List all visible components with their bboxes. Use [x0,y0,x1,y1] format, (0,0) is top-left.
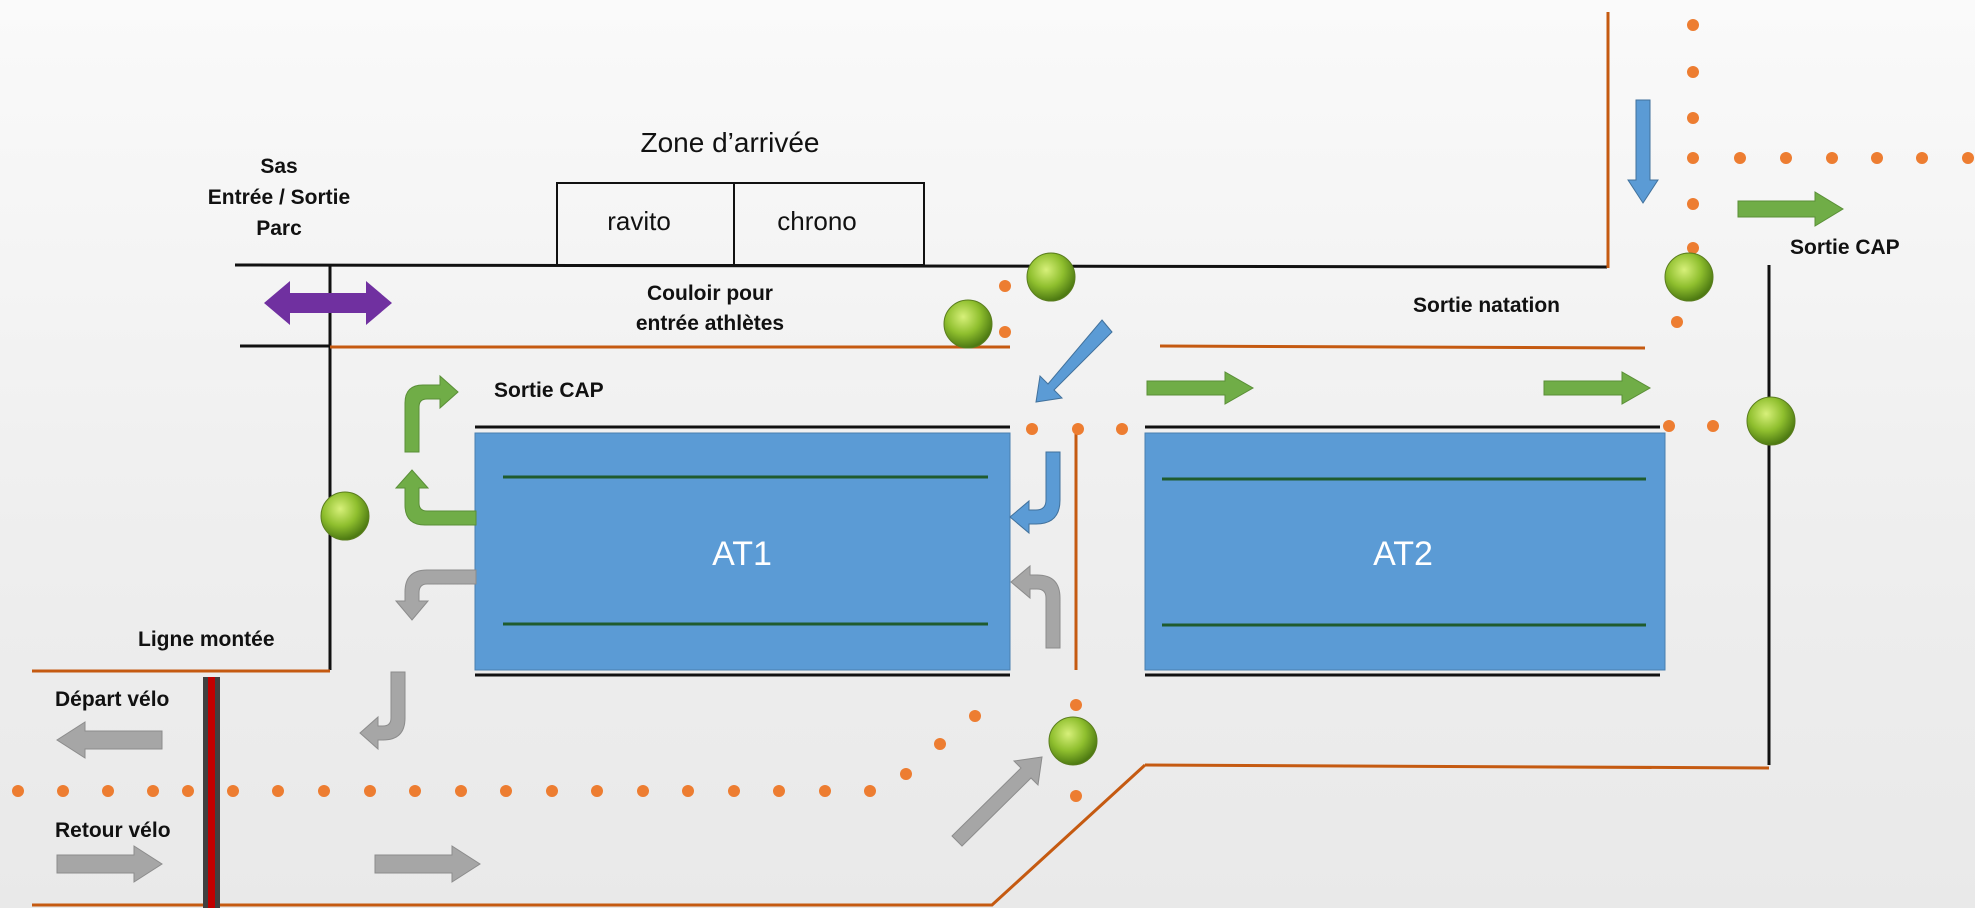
sas-label-line1: Sas [260,155,297,178]
checkpoint-marker [320,491,370,541]
arrow-down-left-icon [1035,319,1113,403]
arrow-turn-down-left-icon [359,671,406,751]
ligne-montee-label: Ligne montée [138,628,275,651]
sas-label-line2: Entrée / Sortie [208,186,350,209]
arrow-left-icon [56,721,163,759]
checkpoint-marker [1026,252,1076,302]
arrow-right-icon [56,845,163,883]
checkpoint-marker [1664,252,1714,302]
arrow-turn-up-right-icon [404,374,459,453]
at2-label: AT2 [1373,535,1433,573]
sortie-cap-right-label: Sortie CAP [1790,236,1900,259]
couloir-label-line2: entrée athlètes [636,312,784,335]
finish-zone-boxes [556,182,925,266]
checkpoint-markers [320,252,1796,766]
sas-double-arrow-icon [264,281,392,325]
couloir-label-line1: Couloir pour [647,282,773,305]
area-at2 [1144,432,1666,671]
bike-mount-line [203,677,220,908]
blue-arrows [1009,99,1659,535]
checkpoint-marker [1746,396,1796,446]
arrow-right-icon [1737,191,1844,227]
depart-velo-label: Départ vélo [55,688,169,711]
orange-fences [32,12,1770,907]
arrow-right-icon [1146,371,1255,405]
arrow-up-right-icon [951,756,1043,847]
at1-label: AT1 [712,535,772,573]
sortie-natation-label: Sortie natation [1413,294,1560,317]
arrow-right-icon [1543,371,1652,405]
finish-zone-title: Zone d’arrivée [641,127,820,158]
sortie-cap-left-label: Sortie CAP [494,379,604,402]
ravito-label: ravito [607,206,671,236]
green-arrows [394,191,1844,526]
chrono-label: chrono [777,206,857,236]
arrow-down-icon [1627,99,1659,204]
checkpoint-marker [1048,716,1098,766]
arrow-right-icon [374,845,481,883]
gray-arrows [56,564,1061,883]
arrow-turn-down-left-icon [1009,451,1061,535]
sas-label-line3: Parc [256,217,302,240]
arrow-turn-down-icon [394,569,477,621]
retour-velo-label: Retour vélo [55,819,171,842]
area-at1 [474,432,1011,671]
checkpoint-marker [943,299,993,349]
arrow-turn-up-left-icon [1010,564,1061,649]
dotted-run-paths [12,19,1974,802]
arrow-turn-up-icon [394,469,477,526]
